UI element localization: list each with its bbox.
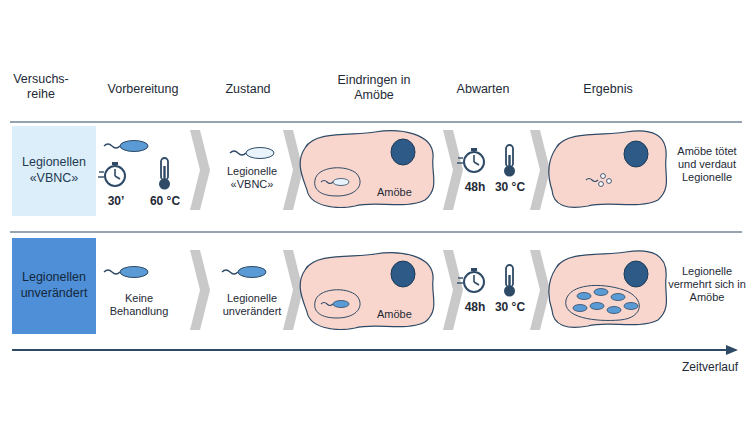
speed-line [458,157,463,158]
amoeba-outline [295,250,440,330]
flagellum [321,303,333,306]
stopwatch-hand [114,169,116,176]
column-header: Ergebnis [568,82,648,97]
flagellum [230,151,246,155]
amoeba-nucleus [624,261,648,287]
result-text: Amöbe tötet und verdaut Legionelle [668,145,746,185]
legionella-cell [333,179,349,186]
digested-remains [599,182,604,187]
amoeba-label: Amöbe [377,186,412,198]
step-chevron [190,130,210,210]
column-header: Abwarten [444,82,522,97]
step-chevron [530,250,550,330]
stopwatch-hand [474,282,479,285]
stopwatch-crown [112,162,118,165]
axis-label: Zeitverlauf [650,360,738,374]
legionella-icon [120,267,148,278]
vacuole [315,168,360,196]
row-line [10,231,742,232]
legionella-cell [577,293,591,300]
step-chevron [530,130,550,210]
state-label: Legionelle «VBNC» [214,165,290,191]
thermometer-level [508,275,510,289]
stopwatch-icon [464,152,484,172]
duration-value: 48h [459,300,491,314]
amoeba-label: Amöbe [377,308,412,320]
stopwatch-icon [105,166,125,186]
digested-remains [586,179,598,182]
digested-remains [607,179,612,184]
stopwatch-crown [471,148,477,151]
duration-value: 48h [459,180,491,194]
speed-line [458,277,463,278]
flagellum [222,270,238,274]
stopwatch-icon [464,272,484,292]
legionella-cell [611,294,625,301]
legionella-cell [607,307,621,314]
step-chevron [190,250,210,330]
duration-value: 30’ [100,194,132,208]
column-header: Vorbereitung [98,82,188,97]
temperature-value: 30 °C [490,180,530,194]
row-line [10,121,742,122]
legionella-cell [594,289,608,296]
amoeba-nucleus [624,141,648,167]
flagellum [104,270,120,274]
speed-line [457,162,463,163]
amoeba-body [549,131,667,208]
temperature-value: 30 °C [490,300,530,314]
temperature-value: 60 °C [144,194,186,208]
legionella-icon [238,267,266,278]
flagellum [104,144,120,148]
speed-line [99,171,104,172]
step-chevron [283,130,303,210]
legionella-icon [120,141,148,152]
digested-remains [601,174,606,179]
amoeba-body [549,251,667,328]
vacuole [566,285,640,320]
amoeba-nucleus [391,139,415,165]
thermometer-level [508,155,510,169]
stopwatch-hand [473,275,475,282]
row-header-text: Legionellen «VBNC» [16,155,92,186]
step-chevron [443,250,463,330]
stopwatch-hand [473,155,475,162]
column-header: Versuchs- reihe [10,72,72,102]
legionella-cell [624,303,638,310]
row-header-box: Legionellen unverändert [12,238,96,334]
amoeba-nucleus [391,261,415,287]
amoeba-body [300,131,434,208]
timeline-axis [12,349,728,351]
legionella-cell [333,301,349,308]
speed-line [98,176,104,177]
preparation-label: Keine Behandlung [104,292,174,318]
stopwatch-hand [115,176,120,179]
amoeba-cell: Amöbe [295,128,440,208]
vacuole [315,290,360,318]
legionella-icon [246,148,274,159]
column-header: Zustand [210,82,286,97]
row-header-box: Legionellen «VBNC» [12,126,96,216]
result-text: Legionelle vermehrt sich in Amöbe [668,265,746,305]
stopwatch-hand [474,162,479,165]
amoeba-outline [295,128,440,208]
step-chevron [443,130,463,210]
flagellum [321,181,333,184]
thermometer-level [163,166,165,182]
timeline-head [726,345,738,355]
state-label: Legionelle unverändert [210,292,294,318]
legionella-cell [590,303,604,310]
amoeba-cell: Amöbe [295,250,440,330]
stopwatch-crown [471,268,477,271]
column-header: Eindringen in Amöbe [322,73,426,103]
legionella-cell [573,305,587,312]
row-header-text: Legionellen unverändert [16,270,92,301]
speed-line [457,282,463,283]
amoeba-body [300,253,434,330]
